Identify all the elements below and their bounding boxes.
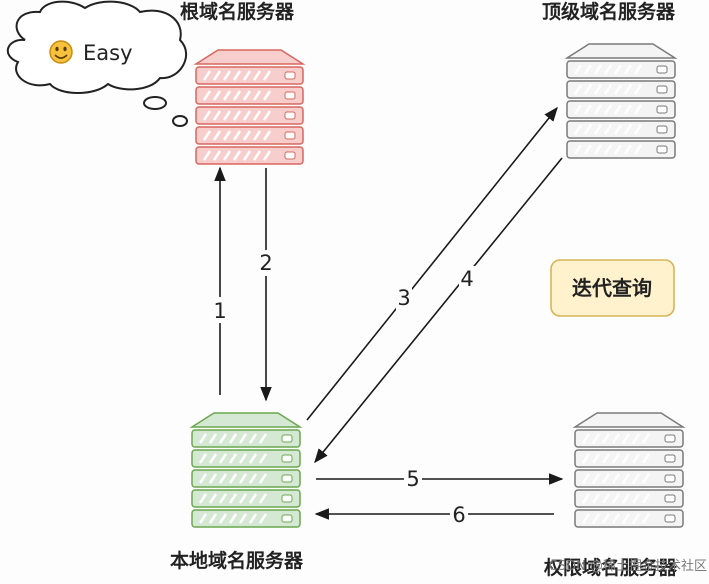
- server-unit: [195, 106, 304, 125]
- iterative-query-badge: 迭代查询: [550, 259, 675, 317]
- step-5-label: 5: [406, 467, 419, 491]
- watermark: CSDN @稀土掘金技术社区: [549, 558, 707, 574]
- bubble-text: Easy: [83, 41, 133, 65]
- server-unit: [566, 80, 676, 99]
- server-unit: [191, 449, 301, 468]
- server-unit: [566, 60, 676, 79]
- step-2-label: 2: [259, 251, 272, 275]
- server-unit: [566, 120, 676, 139]
- server-unit: [195, 66, 304, 85]
- thought-bubble: Easy: [6, 0, 188, 127]
- server-unit: [566, 140, 676, 159]
- arrow-step-4: [314, 157, 563, 464]
- server-unit: [566, 100, 676, 119]
- server-unit: [195, 126, 304, 145]
- server-unit: [191, 509, 301, 528]
- server-unit: [191, 469, 301, 488]
- step-1-label: 1: [213, 299, 226, 323]
- step-3-label: 3: [397, 286, 410, 310]
- server-unit: [574, 509, 684, 528]
- smiley-face-icon: [49, 40, 73, 64]
- server-unit: [574, 469, 684, 488]
- server-unit: [574, 429, 684, 448]
- local-server-icon: [189, 412, 303, 528]
- tld-server-icon: [564, 43, 678, 159]
- arrow-step-3: [306, 106, 558, 421]
- root-server-label: 根域名服务器: [180, 0, 295, 23]
- iterative-query-badge-text: 迭代查询: [572, 276, 652, 300]
- server-unit: [195, 146, 304, 165]
- server-unit: [191, 489, 301, 508]
- server-unit: [574, 449, 684, 468]
- step-4-label: 4: [460, 267, 473, 291]
- root-server-icon: [193, 49, 306, 165]
- step-6-label: 6: [452, 503, 465, 527]
- tld-server-label: 顶级域名服务器: [542, 0, 676, 23]
- auth-server-label: 权限域名服务器: [543, 556, 678, 579]
- server-unit: [195, 86, 304, 105]
- local-server-label: 本地域名服务器: [170, 549, 304, 572]
- server-unit: [191, 429, 301, 448]
- auth-server-icon: [572, 412, 686, 528]
- server-unit: [574, 489, 684, 508]
